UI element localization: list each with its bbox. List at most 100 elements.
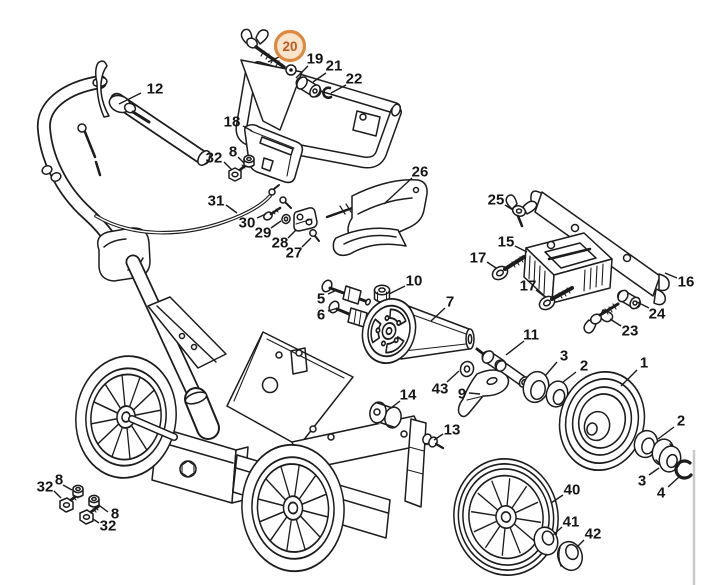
part-24-sleeve xyxy=(617,289,641,310)
leader-line-31-7 xyxy=(225,204,238,214)
part-label-16-17[interactable]: 16 xyxy=(678,273,695,290)
part-label-7-23[interactable]: 7 xyxy=(446,293,454,310)
part-label-21-2[interactable]: 21 xyxy=(326,57,343,74)
part-label-3-27[interactable]: 3 xyxy=(560,347,568,364)
part-20-wing-screw xyxy=(240,28,286,69)
part-25-wingnut xyxy=(505,194,538,228)
leader-line-17-16 xyxy=(535,289,546,298)
part-18-guard xyxy=(244,123,304,184)
part-label-15-14[interactable]: 15 xyxy=(498,233,515,250)
part-14-roller xyxy=(369,401,402,429)
part-27-screw xyxy=(309,229,320,242)
part-19-bracket xyxy=(240,59,303,131)
leader-line-6-22 xyxy=(327,307,339,312)
part-4-snap-ring xyxy=(674,459,693,480)
part-label-27-11[interactable]: 27 xyxy=(286,244,303,261)
leader-line-12-0 xyxy=(118,92,142,105)
leader-line-41-36 xyxy=(552,526,563,536)
part-label-43-24[interactable]: 43 xyxy=(432,380,449,397)
part-label-2-30[interactable]: 2 xyxy=(677,412,685,429)
part-label-13-34[interactable]: 13 xyxy=(444,421,461,438)
part-32-bolt-bl-2 xyxy=(79,504,101,525)
leader-line-23-19 xyxy=(609,318,622,327)
leader-line-highlighted-20 xyxy=(267,56,280,63)
leader-line-8-5 xyxy=(237,156,245,164)
leader-line-4-32 xyxy=(667,476,680,488)
part-label-14-33[interactable]: 14 xyxy=(400,386,417,403)
leader-line-24-18 xyxy=(636,301,650,309)
part-label-17-16[interactable]: 17 xyxy=(520,277,537,294)
part-label-8-40[interactable]: 8 xyxy=(111,505,119,522)
part-label-41-36[interactable]: 41 xyxy=(563,513,580,530)
part-label-8-38[interactable]: 8 xyxy=(55,471,63,488)
part-label-28-10[interactable]: 28 xyxy=(272,234,289,251)
part-17-bolt-b xyxy=(538,286,574,311)
leader-line-26-12 xyxy=(383,177,413,205)
part-blade-bracket xyxy=(147,296,227,369)
part-5-bolt xyxy=(321,279,372,306)
part-axle xyxy=(128,415,178,441)
leader-line-10-20 xyxy=(388,285,406,295)
part-label-25-13[interactable]: 25 xyxy=(488,191,505,208)
leader-line-8-38 xyxy=(62,484,73,491)
part-21-bushing xyxy=(295,76,322,98)
part-label-32-6[interactable]: 32 xyxy=(206,149,223,166)
part-label-32-39[interactable]: 32 xyxy=(37,478,54,495)
part-label-18-4[interactable]: 18 xyxy=(224,113,241,130)
part-label-5-21[interactable]: 5 xyxy=(317,290,325,307)
part-label-23-19[interactable]: 23 xyxy=(622,322,639,339)
part-28-clamp xyxy=(293,207,318,232)
leader-line-9-25 xyxy=(468,392,481,395)
leader-line-29-9 xyxy=(270,220,282,229)
part-handlebar xyxy=(36,75,211,250)
part-label-30-8[interactable]: 30 xyxy=(239,214,256,231)
leader-line-2-28 xyxy=(562,371,577,383)
part-front-wheel-center xyxy=(241,443,345,573)
part-label-6-22[interactable]: 6 xyxy=(317,306,325,323)
leader-line-32-41 xyxy=(92,518,100,524)
part-label-10-20[interactable]: 10 xyxy=(406,272,423,289)
part-8-nut-bl-2 xyxy=(88,494,100,508)
part-label-29-9[interactable]: 29 xyxy=(255,224,272,241)
part-label-1-29[interactable]: 1 xyxy=(640,354,648,371)
leader-line-25-13 xyxy=(504,204,514,211)
part-label-8-5[interactable]: 8 xyxy=(229,143,237,160)
part-label-42-37[interactable]: 42 xyxy=(585,525,602,542)
leader-line-21-2 xyxy=(312,72,327,83)
part-label-26-12[interactable]: 26 xyxy=(412,163,429,180)
highlighted-part-circle[interactable] xyxy=(273,29,307,63)
part-label-11-26[interactable]: 11 xyxy=(523,326,539,343)
part-12-lever xyxy=(41,60,151,182)
part-label-20-highlighted[interactable]: 20 xyxy=(282,39,297,54)
part-label-4-32[interactable]: 4 xyxy=(657,484,666,501)
leader-line-11-26 xyxy=(505,340,525,356)
part-7-pulley-cone xyxy=(361,298,475,364)
leader-line-5-21 xyxy=(327,289,338,295)
leader-line-28-10 xyxy=(287,229,297,239)
part-label-9-25[interactable]: 9 xyxy=(458,385,466,402)
leader-line-16-17 xyxy=(664,272,678,279)
part-label-3-31[interactable]: 3 xyxy=(638,472,646,489)
part-front-wheel-left xyxy=(75,355,177,479)
leader-line-3-27 xyxy=(544,361,558,377)
leader-line-13-34 xyxy=(433,433,444,441)
part-label-17-15[interactable]: 17 xyxy=(470,249,487,266)
part-label-12-0[interactable]: 12 xyxy=(147,80,164,97)
part-label-22-3[interactable]: 22 xyxy=(346,70,363,87)
leader-line-15-14 xyxy=(514,245,528,253)
leader-line-30-8 xyxy=(256,213,267,219)
part-label-31-7[interactable]: 31 xyxy=(208,192,225,209)
part-label-24-18[interactable]: 24 xyxy=(649,305,666,322)
part-label-40-35[interactable]: 40 xyxy=(564,481,581,498)
part-41-bushing xyxy=(533,526,559,556)
part-1-wheel-hub xyxy=(583,410,611,442)
leader-line-40-35 xyxy=(550,494,564,504)
part-label-32-41[interactable]: 32 xyxy=(100,517,117,534)
part-label-19-1[interactable]: 19 xyxy=(307,50,324,67)
part-label-2-28[interactable]: 2 xyxy=(580,357,588,374)
leader-line-1-29 xyxy=(620,369,638,387)
part-22-clip xyxy=(322,86,333,99)
part-43-washer xyxy=(459,360,475,378)
